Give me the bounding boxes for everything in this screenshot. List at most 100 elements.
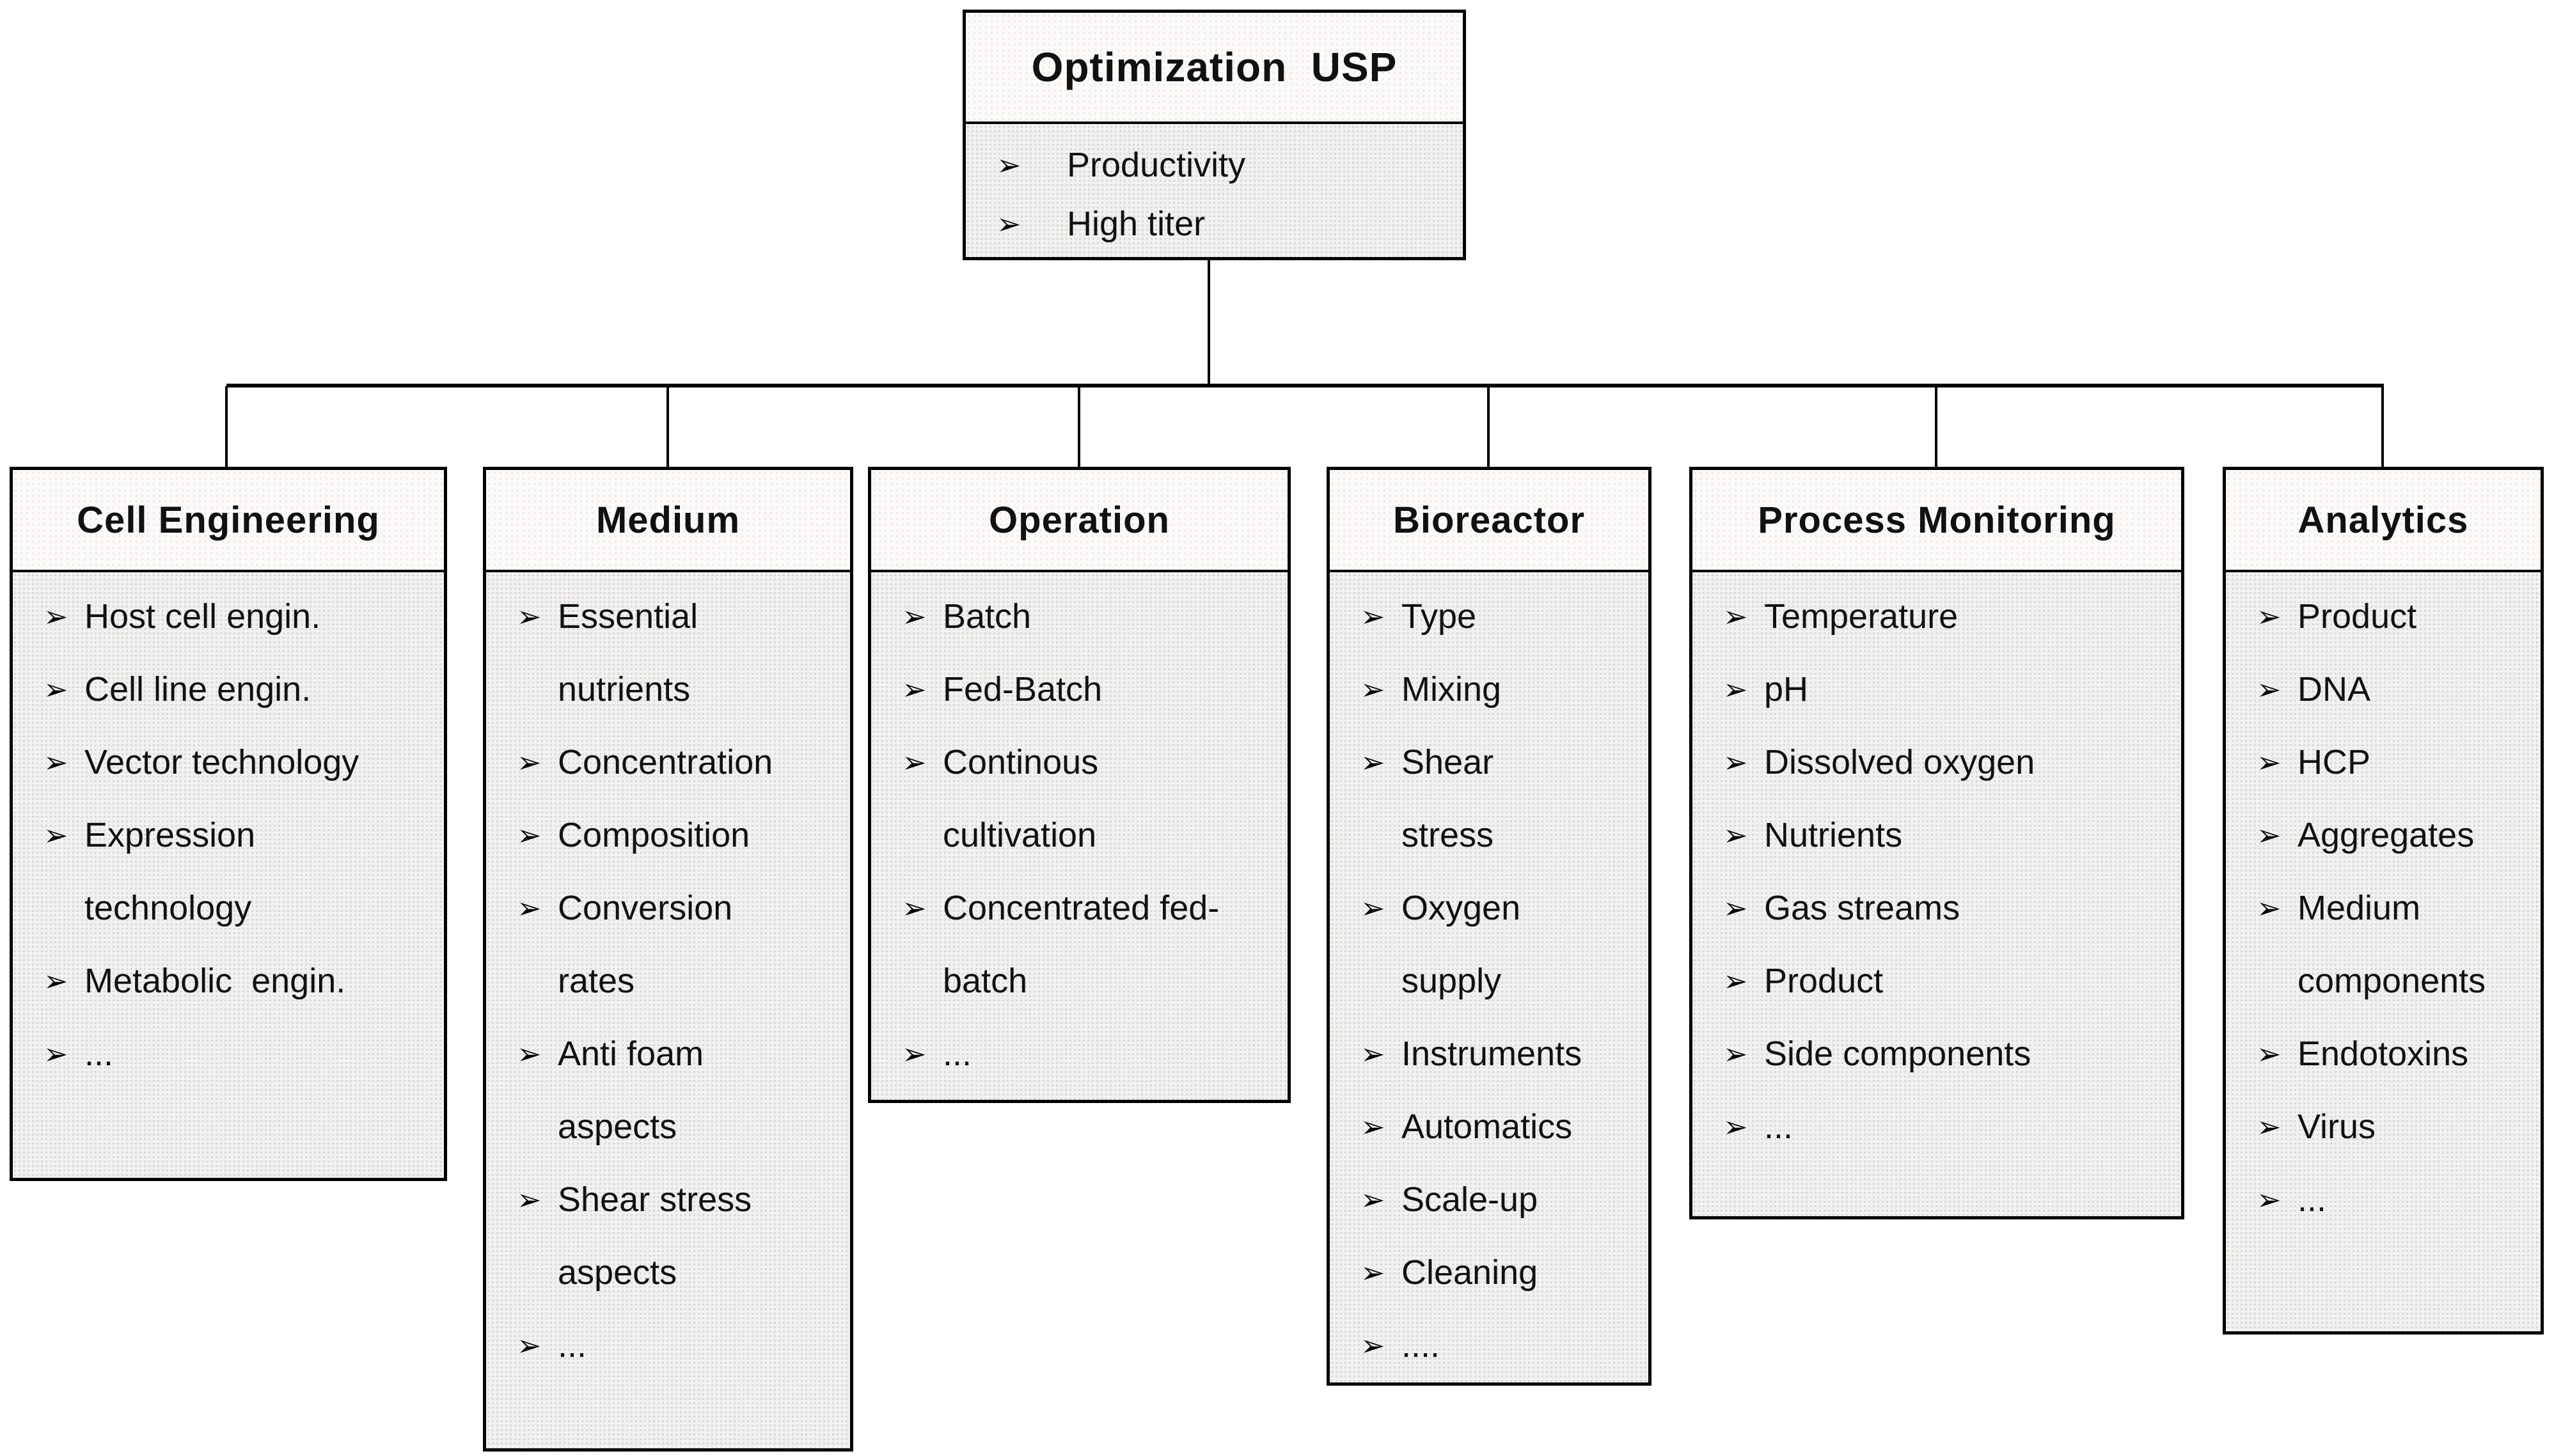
bullet-item: ➢ Anti foam aspects bbox=[517, 1017, 841, 1163]
bullet-item-label: Automatics bbox=[1401, 1108, 1573, 1146]
bullet-item: ➢Continous cultivation bbox=[902, 726, 1279, 872]
bullet-item-label: Aggregates bbox=[2298, 816, 2475, 854]
bullet-item: ➢HCP bbox=[2257, 726, 2532, 799]
bullet-item: ➢Cell line engin. bbox=[43, 653, 435, 726]
bullet-item: ➢Oxygen supply bbox=[1360, 872, 1639, 1017]
bullet-item-label: ... bbox=[84, 1035, 114, 1073]
arrow-bullet-icon: ➢ bbox=[2257, 1037, 2282, 1070]
arrow-bullet-icon: ➢ bbox=[517, 1183, 542, 1216]
bullet-item-label: Batch bbox=[943, 597, 1032, 636]
arrow-bullet-icon: ➢ bbox=[1360, 600, 1385, 633]
bullet-item-label: Cell line engin. bbox=[84, 670, 311, 708]
bullet-item: ➢... bbox=[2257, 1163, 2532, 1236]
arrow-bullet-icon: ➢ bbox=[2257, 818, 2282, 852]
bullet-item-label: Cleaning bbox=[1401, 1253, 1538, 1292]
arrow-bullet-icon: ➢ bbox=[2257, 600, 2282, 633]
arrow-bullet-icon: ➢ bbox=[517, 1329, 542, 1362]
bullet-item: ➢ Cleaning bbox=[1360, 1236, 1639, 1309]
bullet-item: ➢Gas streams bbox=[1723, 872, 2172, 944]
arrow-bullet-icon: ➢ bbox=[997, 148, 1021, 182]
bullet-item-label: Nutrients bbox=[1764, 816, 1903, 854]
arrow-bullet-icon: ➢ bbox=[1723, 891, 1748, 925]
root-node-list: ➢Productivity➢High titer bbox=[966, 124, 1463, 253]
arrow-bullet-icon: ➢ bbox=[1723, 1037, 1748, 1070]
arrow-bullet-icon: ➢ bbox=[1360, 1037, 1385, 1070]
arrow-bullet-icon: ➢ bbox=[1360, 1256, 1385, 1289]
bullet-item: ➢ Conversion rates bbox=[517, 872, 841, 1017]
connector-drop-analytics bbox=[2381, 386, 2384, 468]
node-process-monitoring: Process Monitoring ➢Temperature➢pH➢Disso… bbox=[1689, 467, 2184, 1219]
bullet-item-label: Shear stress bbox=[1401, 743, 1494, 854]
bullet-item-label: Anti foam aspects bbox=[558, 1035, 704, 1146]
bullet-item-label: Metabolic engin. bbox=[84, 962, 346, 1000]
bullet-item-label: ... bbox=[558, 1326, 587, 1365]
bullet-item: ➢Essential nutrients bbox=[517, 580, 841, 726]
bullet-item-label: Productivity bbox=[1067, 146, 1246, 184]
arrow-bullet-icon: ➢ bbox=[2257, 1183, 2282, 1216]
connector-drop-cell-engineering bbox=[225, 386, 228, 468]
arrow-bullet-icon: ➢ bbox=[1723, 673, 1748, 706]
bullet-item: ➢Mixing bbox=[1360, 653, 1639, 726]
arrow-bullet-icon: ➢ bbox=[43, 1037, 68, 1070]
bullet-item-label: Dissolved oxygen bbox=[1764, 743, 2035, 781]
node-title: Cell Engineering bbox=[13, 470, 444, 572]
bullet-item: ➢ Shear stress bbox=[1360, 726, 1639, 872]
bullet-item: ➢... bbox=[43, 1017, 435, 1090]
bullet-item-label: ... bbox=[2298, 1180, 2327, 1219]
arrow-bullet-icon: ➢ bbox=[43, 964, 68, 998]
bullet-item-label: Expression technology bbox=[84, 816, 256, 927]
arrow-bullet-icon: ➢ bbox=[902, 600, 927, 633]
node-medium: Medium ➢Essential nutrients➢Concentratio… bbox=[483, 467, 853, 1452]
node-analytics: Analytics ➢Product➢DNA➢HCP➢Aggregates➢Me… bbox=[2223, 467, 2544, 1335]
bullet-item-label: HCP bbox=[2298, 743, 2371, 781]
bullet-item: ➢Fed-Batch bbox=[902, 653, 1279, 726]
node-list: ➢Host cell engin.➢Cell line engin.➢Vecto… bbox=[13, 572, 444, 1090]
bullet-item-label: Essential nutrients bbox=[558, 597, 698, 708]
bullet-item-label: Conversion rates bbox=[558, 889, 733, 1000]
bullet-item: ➢Dissolved oxygen bbox=[1723, 726, 2172, 799]
arrow-bullet-icon: ➢ bbox=[1723, 1110, 1748, 1143]
bullet-item: ➢ Metabolic engin. bbox=[43, 944, 435, 1017]
arrow-bullet-icon: ➢ bbox=[517, 891, 542, 925]
bullet-item-label: ... bbox=[1764, 1108, 1793, 1146]
bullet-item-label: DNA bbox=[2298, 670, 2371, 708]
bullet-item: ➢ Instruments bbox=[1360, 1017, 1639, 1090]
bullet-item-label: Composition bbox=[558, 816, 750, 854]
node-list: ➢Batch➢Fed-Batch➢Continous cultivation➢C… bbox=[871, 572, 1288, 1090]
arrow-bullet-icon: ➢ bbox=[1360, 746, 1385, 779]
arrow-bullet-icon: ➢ bbox=[517, 1037, 542, 1070]
bullet-item: ➢... bbox=[1723, 1090, 2172, 1163]
bullet-item: ➢Side components bbox=[1723, 1017, 2172, 1090]
bullet-item: ➢Automatics bbox=[1360, 1090, 1639, 1163]
bullet-item: ➢ pH bbox=[1723, 653, 2172, 726]
connector-drop-process-monitoring bbox=[1935, 386, 1937, 468]
arrow-bullet-icon: ➢ bbox=[43, 818, 68, 852]
bullet-item: ➢Scale-up bbox=[1360, 1163, 1639, 1236]
arrow-bullet-icon: ➢ bbox=[1723, 818, 1748, 852]
arrow-bullet-icon: ➢ bbox=[517, 746, 542, 779]
node-title: Analytics bbox=[2226, 470, 2541, 572]
arrow-bullet-icon: ➢ bbox=[902, 746, 927, 779]
bullet-item: ➢ Nutrients bbox=[1723, 799, 2172, 872]
connector-drop-operation bbox=[1078, 386, 1080, 468]
bullet-item: ➢Endotoxins bbox=[2257, 1017, 2532, 1090]
bullet-item-label: Concentrated fed- batch bbox=[943, 889, 1220, 1000]
bullet-item-label: ... bbox=[943, 1035, 972, 1073]
node-list: ➢Essential nutrients➢Concentration➢Compo… bbox=[486, 572, 850, 1382]
arrow-bullet-icon: ➢ bbox=[517, 818, 542, 852]
bullet-item-label: Instruments bbox=[1401, 1035, 1582, 1073]
node-list: ➢Temperature➢pH➢Dissolved oxygen➢Nutrien… bbox=[1692, 572, 2181, 1163]
arrow-bullet-icon: ➢ bbox=[997, 207, 1021, 240]
bullet-item: ➢Host cell engin. bbox=[43, 580, 435, 653]
node-list: ➢Product➢DNA➢HCP➢Aggregates➢Medium compo… bbox=[2226, 572, 2541, 1236]
arrow-bullet-icon: ➢ bbox=[1723, 600, 1748, 633]
connector-horizontal bbox=[226, 384, 2384, 387]
bullet-item-label: Vector technology bbox=[84, 743, 359, 781]
bullet-item: ➢Temperature bbox=[1723, 580, 2172, 653]
bullet-item-label: pH bbox=[1764, 670, 1809, 708]
arrow-bullet-icon: ➢ bbox=[43, 600, 68, 633]
arrow-bullet-icon: ➢ bbox=[2257, 1110, 2282, 1143]
bullet-item-label: Virus bbox=[2298, 1108, 2376, 1146]
node-cell-engineering: Cell Engineering ➢Host cell engin.➢Cell … bbox=[10, 467, 447, 1181]
arrow-bullet-icon: ➢ bbox=[1360, 1329, 1385, 1362]
